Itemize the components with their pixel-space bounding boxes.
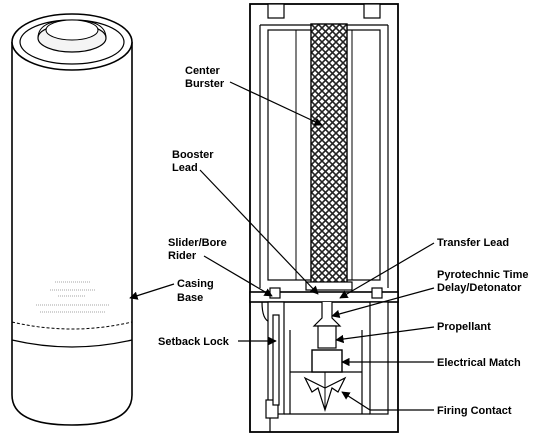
leader-transfer-lead	[339, 242, 435, 299]
casing-markings	[36, 281, 110, 313]
leader-propellant	[335, 326, 435, 344]
center-burster-column	[310, 23, 348, 285]
leader-slider-bore-rider	[203, 255, 273, 297]
leader-center-burster	[229, 81, 323, 126]
label-casing-base: Casing Base	[177, 278, 217, 304]
propellant-block	[317, 325, 337, 349]
setback-lock-pin	[272, 314, 280, 406]
label-center-burster: Center Burster	[185, 65, 225, 90]
leader-booster-lead	[199, 169, 319, 295]
leader-casing-base	[129, 283, 175, 300]
exterior-casing	[11, 13, 133, 426]
electrical-match-block	[311, 349, 343, 373]
label-pyrotechnic-time: Pyrotechnic Time Delay/Detonator	[437, 269, 532, 294]
label-firing-contact: Firing Contact	[437, 405, 512, 417]
label-setback-lock: Setback Lock	[158, 336, 230, 348]
label-booster-lead: Booster Lead	[172, 149, 217, 174]
label-slider-bore-rider: Slider/Bore Rider	[168, 237, 230, 262]
leader-firing-contact	[341, 391, 434, 411]
label-transfer-lead: Transfer Lead	[437, 237, 509, 249]
label-electrical-match: Electrical Match	[437, 357, 521, 369]
cross-section	[249, 3, 399, 433]
leader-pyrotechnic-time	[331, 287, 435, 319]
label-propellant: Propellant	[437, 321, 491, 333]
